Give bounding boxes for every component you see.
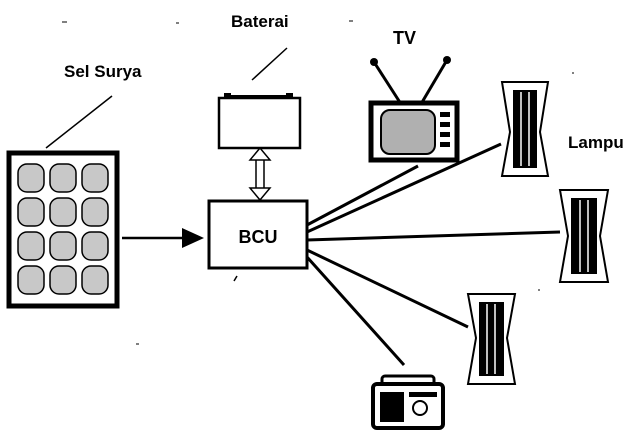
panel-to-bcu-arrow <box>122 228 204 248</box>
tv-icon <box>368 56 460 163</box>
lamp-label: Lampu <box>568 133 624 152</box>
stray-marks <box>62 20 574 345</box>
solar-panel-icon <box>6 150 120 309</box>
bcu-output-wires <box>305 142 561 367</box>
battery-label: Baterai <box>231 12 289 31</box>
bcu-label: BCU <box>239 227 278 247</box>
lamp-icon <box>558 189 610 283</box>
battery-icon <box>217 93 302 150</box>
bcu-box <box>207 199 309 270</box>
battery-leader <box>251 47 288 81</box>
lamp-icon <box>500 81 550 177</box>
radio-icon <box>371 374 445 430</box>
lamp-icon <box>466 293 517 385</box>
solar-cell-label: Sel Surya <box>64 62 142 81</box>
battery-bcu-double-arrow <box>248 146 272 202</box>
solar-cell-leader <box>45 95 113 149</box>
tv-label: TV <box>393 28 416 48</box>
